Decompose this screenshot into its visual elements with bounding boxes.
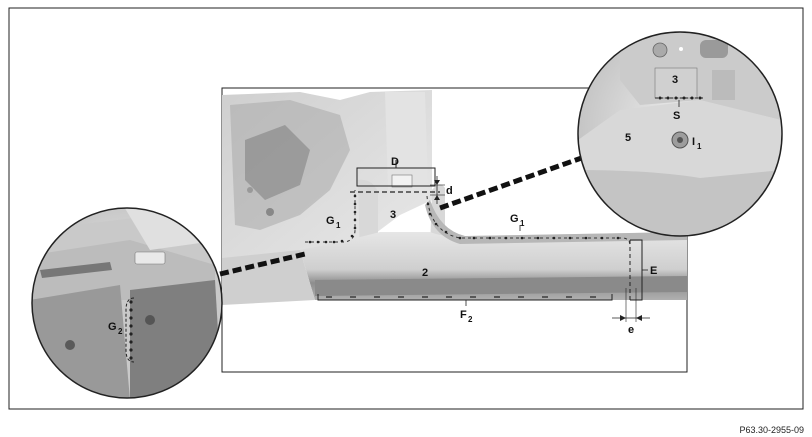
label-F2: F (460, 309, 467, 321)
weld-seam-G2 (125, 297, 135, 363)
label-I1-sub: 1 (697, 142, 702, 151)
main-illustration: D d G 1 3 G 1 2 (221, 87, 688, 373)
label-2: 2 (422, 267, 428, 279)
label-G1-left: G (326, 215, 335, 227)
label-3-main: 3 (390, 209, 396, 221)
label-G1-right-sub: 1 (520, 219, 525, 228)
weld-dots-G1-left (308, 194, 357, 244)
weld-seam-G1-left (305, 190, 356, 243)
label-5: 5 (625, 132, 631, 144)
label-e: e (628, 324, 634, 336)
figure-reference-code: P63.30-2955-09 (739, 425, 804, 435)
label-E: E (650, 265, 657, 277)
label-G2: G (108, 321, 117, 333)
label-S: S (673, 110, 680, 122)
weld-seam-G1-right (426, 195, 631, 247)
weld-dots-G2 (129, 300, 133, 360)
zoom-detail-right: 3 S 5 I 1 (577, 31, 783, 237)
weld-dots-G1-right (426, 202, 620, 240)
weld-dots-S (658, 96, 702, 100)
label-D: D (391, 156, 399, 168)
label-d: d (446, 185, 453, 197)
label-G2-sub: 2 (118, 327, 123, 336)
label-G1-right: G (510, 213, 519, 225)
callout-connector-left (219, 251, 306, 277)
label-F2-sub: 2 (468, 315, 473, 324)
zoom-detail-left: G 2 (31, 207, 223, 399)
callout-connector-right (439, 152, 591, 211)
label-G1-left-sub: 1 (336, 221, 341, 230)
weld-seam-F2 (317, 294, 613, 301)
label-3-zoom: 3 (672, 74, 678, 86)
label-I1: I (692, 136, 695, 148)
